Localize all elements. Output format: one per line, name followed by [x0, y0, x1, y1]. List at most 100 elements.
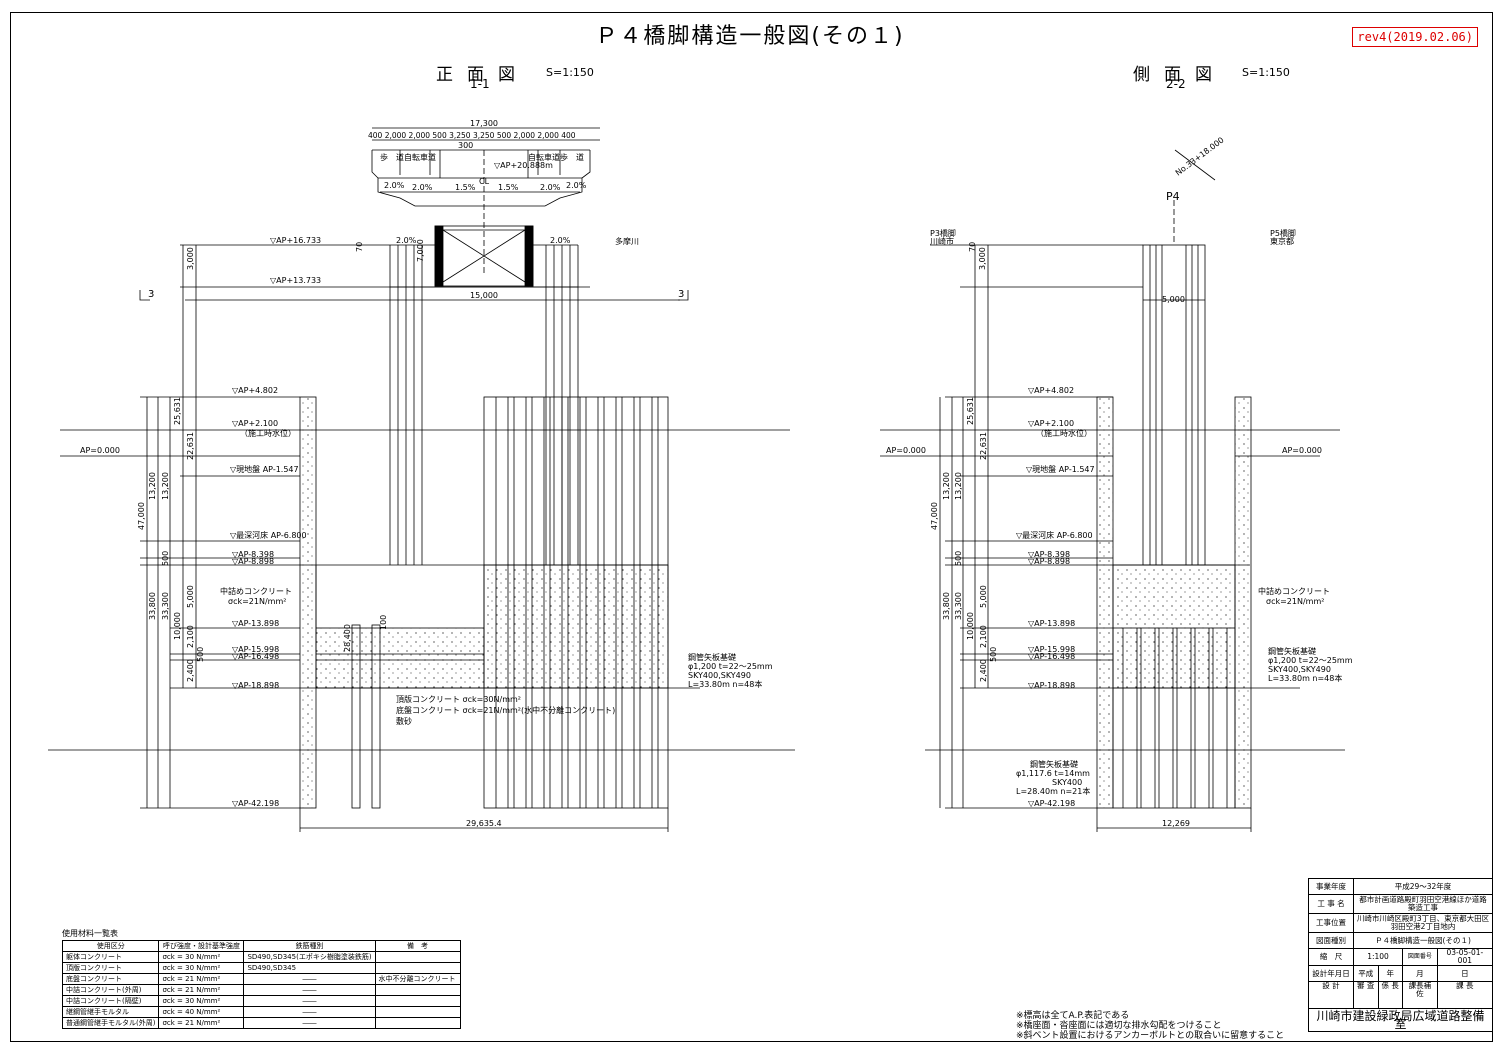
table-row: 中詰コンクリート(隔壁)σck = 30 N/mm²―― — [61, 995, 461, 1007]
mat-cell: SD490,SD345(エポキシ樹脂塗装鉄筋) — [243, 951, 376, 963]
p5-city: 東京都 — [1270, 236, 1294, 246]
tb-label: 設計年月日 — [1308, 965, 1354, 982]
drawing-frame — [10, 12, 1493, 1042]
side-pile-name: 鋼管矢板基礎 — [1268, 646, 1316, 656]
tb-organization: 川崎市建設緑政局広域道路整備室 — [1308, 1008, 1493, 1032]
note-item: ※橋座面・沓座面には適切な排水勾配をつけること — [1016, 1021, 1222, 1031]
tb-label: 図面種別 — [1308, 932, 1354, 949]
side-dim-3000: 3,000 — [978, 247, 987, 270]
side-bottom-width: 12,269 — [1162, 819, 1190, 828]
dim-28400: 28,400 — [343, 624, 352, 652]
mat-header: 使用区分 — [61, 940, 160, 952]
dim-22631: 22,631 — [186, 432, 195, 460]
pier-label: P4 — [1166, 190, 1180, 203]
slope-5: 2.0% — [540, 183, 561, 192]
mat-cell: ―― — [243, 995, 376, 1007]
mat-cell: σck = 40 N/mm² — [158, 1006, 245, 1018]
front-section-label: 1-1 — [470, 77, 490, 91]
tb-value: 1:100 — [1353, 948, 1403, 966]
fill-concrete-label: 中詰めコンクリート — [220, 586, 292, 596]
side-dim-70: 70 — [968, 242, 977, 252]
dim-10000: 10,000 — [173, 612, 182, 640]
front-view-title: 正面図 — [436, 65, 529, 85]
side-level-ap8b: ▽AP-8.898 — [1028, 557, 1070, 566]
table-row: 中詰コンクリート(外周)σck = 21 N/mm²―― — [61, 984, 461, 996]
side-level-ap8a: ▽AP-8.398 — [1028, 550, 1070, 559]
mat-cell — [374, 951, 461, 963]
mat-cell: 継鋼管継手モルタル — [61, 1006, 160, 1018]
side-dim-13200b: 13,200 — [954, 472, 963, 500]
p3-city: 川崎市 — [930, 236, 954, 246]
mat-cell: 水中不分離コンクリート — [374, 973, 461, 985]
side-dim-33800: 33,800 — [942, 592, 951, 620]
front-bottom-width: 29,635.4 — [466, 819, 502, 828]
side-view-title: 側面図 — [1133, 65, 1226, 85]
side-level-ap18: ▽AP-18.898 — [1028, 681, 1075, 690]
dim-7000: 7,000 — [416, 239, 425, 262]
tb-value: Ｐ４橋脚構造一般図(その１) — [1353, 932, 1493, 949]
table-row: 普通鋼管継手モルタル(外周)σck = 21 N/mm²―― — [61, 1017, 461, 1029]
side-pile2-size: φ1,117.6 t=14mm — [1016, 769, 1090, 778]
mat-cell: ―― — [243, 973, 376, 985]
tb-value: 月 — [1402, 965, 1438, 982]
side-pile2-name: 鋼管矢板基礎 — [1030, 759, 1078, 769]
mat-cell — [374, 995, 461, 1007]
tb-sign: 課 長 — [1436, 981, 1494, 1009]
mat-cell: σck = 30 N/mm² — [158, 951, 245, 963]
pile-grade: SKY400,SKY490 — [688, 671, 751, 680]
level-ap13: ▽AP+13.733 — [270, 276, 321, 285]
side-pile-grade: SKY400,SKY490 — [1268, 665, 1331, 674]
materials-caption: 使用材料一覧表 — [62, 929, 118, 938]
slope-3: 1.5% — [455, 183, 476, 192]
slope-4: 1.5% — [498, 183, 519, 192]
dim-500b: 500 — [196, 647, 205, 662]
side-dim-33300: 33,300 — [954, 592, 963, 620]
level-ap0: AP=0.000 — [80, 446, 120, 455]
slope-pier-l: 2.0% — [396, 236, 417, 245]
dim-100: 100 — [379, 615, 388, 630]
side-dim-25631: 25,631 — [966, 397, 975, 425]
riverbed-level: ▽最深河床 AP-6.800 — [230, 530, 307, 540]
mat-cell: SD490,SD345 — [243, 962, 376, 974]
side-level-ap15: ▽AP-15.998 — [1028, 645, 1075, 654]
dim-300: 300 — [458, 141, 473, 150]
note-item: ※標高は全てA.P.表記である — [1016, 1011, 1130, 1021]
dim-15000: 15,000 — [470, 291, 498, 300]
centerline: CL — [479, 177, 490, 186]
drawing-notes: ※標高は全てA.P.表記である ※橋座面・沓座面には適切な排水勾配をつけること … — [1016, 1011, 1284, 1041]
revision-stamp: rev4(2019.02.06) — [1352, 27, 1478, 47]
mat-cell: ―― — [243, 984, 376, 996]
dim-13200b: 13,200 — [161, 472, 170, 500]
side-pile2-grade: SKY400 — [1052, 778, 1082, 787]
bike-right: 自転車道 — [528, 152, 560, 162]
mat-header: 鉄筋種別 — [243, 940, 376, 952]
side-dim-2100: 2,100 — [979, 625, 988, 648]
side-section-label: 2-2 — [1166, 77, 1186, 91]
mat-cell: ―― — [243, 1006, 376, 1018]
sand-label: 敷砂 — [396, 716, 412, 726]
drawing-title: Ｐ４橋脚構造一般図(その１) — [595, 24, 905, 49]
side-dim-2400: 2,400 — [979, 659, 988, 682]
side-dim-22631: 22,631 — [979, 432, 988, 460]
tb-value: 川崎市川崎区殿町3丁目、東京都大田区羽田空港2丁目地内 — [1353, 913, 1493, 933]
note-item: ※斜ベント設置におけるアンカーボルトとの取合いに留意すること — [1016, 1031, 1285, 1041]
side-riverbed-level: ▽最深河床 AP-6.800 — [1016, 530, 1093, 540]
tb-label: 工 事 名 — [1308, 894, 1354, 914]
pile-name: 鋼管矢板基礎 — [688, 652, 736, 662]
sidewalk-right: 歩 道 — [560, 152, 584, 162]
level-ap15: ▽AP-15.998 — [232, 645, 279, 654]
level-ap8a: ▽AP-8.398 — [232, 550, 274, 559]
level-ap16: ▽AP+16.733 — [270, 236, 321, 245]
tb-value: 平成29～32年度 — [1353, 878, 1493, 895]
mat-cell: σck = 21 N/mm² — [158, 973, 245, 985]
tb-label: 事業年度 — [1308, 878, 1354, 895]
mat-cell: σck = 21 N/mm² — [158, 1017, 245, 1029]
slope-2: 2.0% — [412, 183, 433, 192]
side-pile-length: L=33.80m n=48本 — [1268, 673, 1342, 683]
mat-header: 備 考 — [374, 940, 461, 952]
mat-cell: σck = 30 N/mm² — [158, 995, 245, 1007]
side-fill-concrete-strength: σck=21N/mm² — [1266, 597, 1324, 606]
